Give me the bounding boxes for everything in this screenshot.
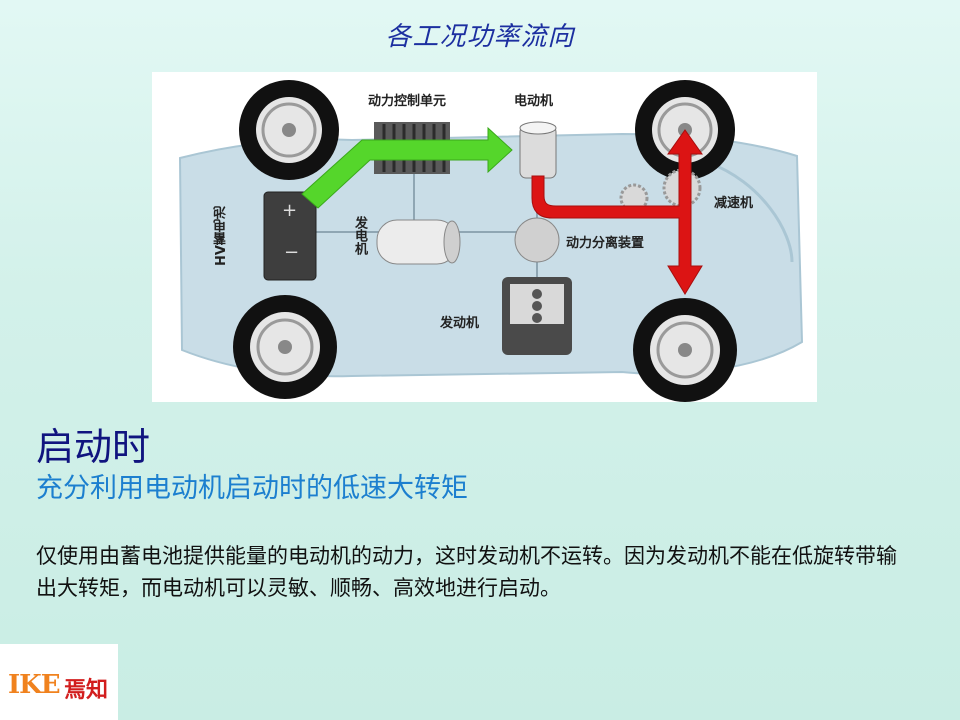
slide-title: 各工况功率流向 [385, 22, 575, 52]
engine [502, 277, 572, 355]
power-split-device [514, 217, 560, 263]
electric-motor [519, 121, 557, 179]
mechanical-flow-arrow [531, 129, 703, 295]
section-heading: 启动时 [36, 425, 151, 469]
label-motor: 电动机 [514, 94, 554, 109]
label-reducer: 减速机 [714, 196, 754, 211]
label-battery: HV蓄电池 [214, 206, 229, 266]
battery-plus-sign: + [282, 200, 298, 221]
wheel-front-left [239, 80, 339, 180]
logo-brand-text: IKE [8, 670, 61, 700]
logo-chinese-text: 焉知 [64, 678, 109, 703]
label-engine: 发动机 [440, 316, 480, 331]
brand-logo: IKE 焉知 [0, 644, 118, 720]
label-splitter: 动力分离装置 [566, 236, 645, 251]
section-subheading: 充分利用电动机启动时的低速大转矩 [36, 473, 468, 504]
label-generator: 发电机 [352, 216, 367, 255]
wheel-rear-left [233, 295, 337, 399]
hv-battery [263, 191, 317, 281]
label-pcu: 动力控制单元 [368, 94, 447, 109]
body-paragraph: 仅使用由蓄电池提供能量的电动机的动力，这时发动机不运转。因为发动机不能在低旋转带… [36, 544, 897, 600]
power-flow-diagram: 动力控制单元 电动机 减速机 HV蓄电池 发电机 动力分离装置 发动机 + − [152, 72, 817, 402]
generator [376, 219, 461, 265]
wheel-rear-right [633, 298, 737, 402]
electric-flow-arrow [301, 126, 513, 209]
car-window-line [706, 160, 794, 263]
battery-minus-sign: − [284, 242, 300, 263]
